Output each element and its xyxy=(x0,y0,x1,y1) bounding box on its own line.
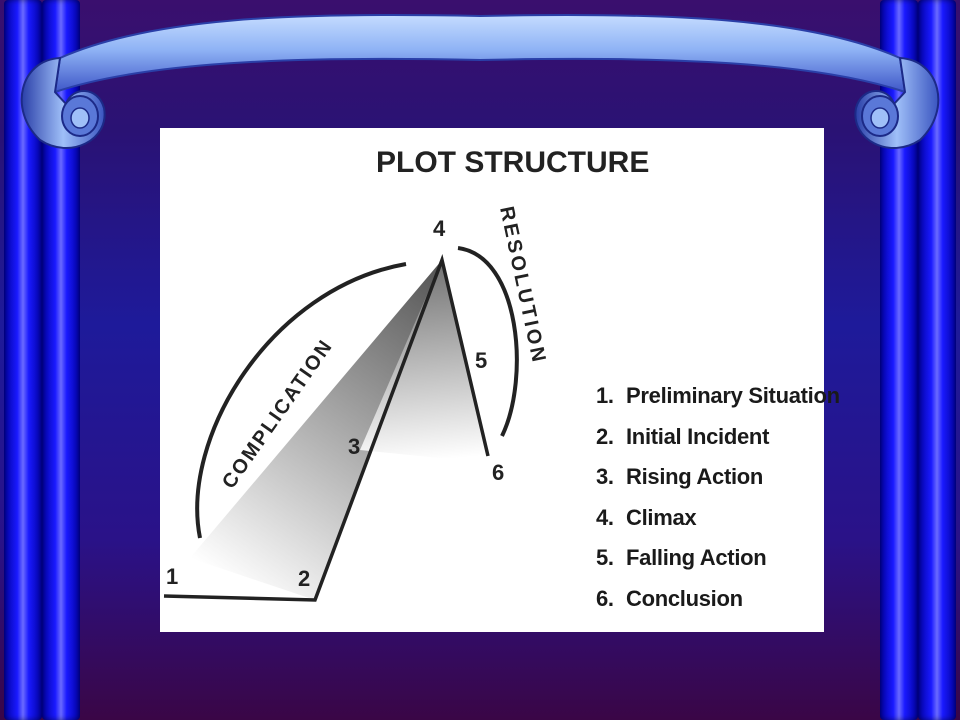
point-label-3: 3 xyxy=(348,434,360,459)
resolution-bracket xyxy=(457,246,519,437)
point-label-2: 2 xyxy=(298,566,310,591)
legend-number: 3. xyxy=(596,464,614,490)
point-label-6: 6 xyxy=(492,460,504,485)
legend-label: Initial Incident xyxy=(626,423,770,449)
plot-legend: 1. Preliminary Situation 2. Initial Incide… xyxy=(596,376,840,620)
resolution-shading xyxy=(360,260,490,463)
plot-line xyxy=(163,253,490,602)
legend-item: 5. Falling Action xyxy=(596,538,840,579)
complication-bracket xyxy=(195,262,407,539)
legend-item: 2. Initial Incident xyxy=(596,417,840,458)
legend-item: 1. Preliminary Situation xyxy=(596,376,840,417)
legend-item: 6. Conclusion xyxy=(596,579,840,620)
legend-label: Preliminary Situation xyxy=(626,383,840,408)
legend-label: Conclusion xyxy=(626,585,743,611)
legend-number: 2. xyxy=(596,423,614,449)
legend-number: 1. xyxy=(596,383,614,408)
legend-label: Falling Action xyxy=(626,545,767,571)
legend-number: 4. xyxy=(596,504,614,530)
point-label-1: 1 xyxy=(166,564,178,589)
legend-number: 5. xyxy=(596,545,614,571)
legend-item: 3. Rising Action xyxy=(596,457,840,498)
point-label-4: 4 xyxy=(433,216,446,241)
scroll-banner xyxy=(20,13,940,150)
complication-shading xyxy=(190,260,442,600)
diagram-title: PLOT STRUCTURE xyxy=(376,146,649,179)
plot-structure-diagram: PLOT STRUCTURE COMPLICATION RESOLUTION 1… xyxy=(163,146,649,602)
diagram-panel: PLOT STRUCTURE COMPLICATION RESOLUTION 1… xyxy=(160,128,840,632)
legend-label: Climax xyxy=(626,504,697,530)
legend-number: 6. xyxy=(596,585,614,611)
point-label-5: 5 xyxy=(475,348,487,373)
legend-item: 4. Climax xyxy=(596,498,840,539)
legend-label: Rising Action xyxy=(626,464,764,490)
